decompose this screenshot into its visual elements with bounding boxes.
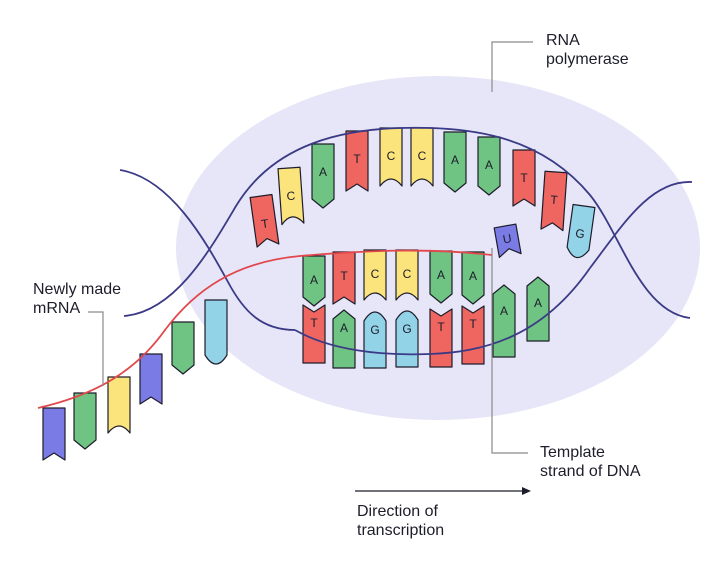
rna-polymerase-leader: [491, 41, 533, 92]
rna-polymerase-label-line-2: polymerase: [546, 51, 629, 68]
nucleotide-coding-5-c: C: [410, 127, 434, 187]
rna-polymerase-label: RNA polymerase: [546, 31, 629, 69]
nucleotide-template-1-a: A: [332, 309, 356, 369]
nucleotide-template-2-g: G: [363, 311, 387, 369]
nucleotide-template-7-a: A: [526, 276, 550, 342]
nucleotide-coding-4-c: C: [379, 127, 403, 187]
nucleotide-letter: T: [340, 269, 348, 283]
nucleotide-incoming-0-u: U: [493, 223, 522, 259]
nucleotide-coding-0-t: T: [249, 193, 280, 248]
nucleotide-letter: C: [286, 189, 296, 204]
nucleotide-letter: C: [371, 267, 380, 281]
nucleotide-template-3-g: G: [395, 310, 419, 368]
nucleotide-mrna-paired-1-t: T: [332, 251, 356, 305]
direction-label-line-2: transcription: [357, 522, 445, 539]
nucleotide-mrna-tail-4-a: [171, 321, 195, 375]
nucleotide-mrna-paired-0-a: A: [302, 255, 326, 307]
nucleotide-letter: A: [500, 304, 508, 318]
nucleotide-letter: A: [485, 158, 493, 172]
nucleotide-letter: G: [575, 226, 586, 241]
nucleotide-coding-1-c: C: [277, 166, 305, 226]
template-strand-leader: [491, 248, 528, 454]
nucleotide-letter: T: [520, 171, 528, 185]
nucleotide-coding-8-t: T: [512, 149, 536, 207]
dna-strand-upper-left: [119, 169, 296, 331]
nucleotide-coding-7-a: A: [477, 136, 501, 196]
nucleotide-mrna-paired-4-a: A: [429, 250, 453, 304]
nucleotide-coding-6-a: A: [443, 131, 467, 193]
nucleotide-letter: A: [451, 153, 459, 167]
nucleotide-letter: T: [550, 193, 559, 208]
nucleotide-letter: A: [534, 296, 542, 310]
nucleotide-letter: C: [387, 149, 396, 163]
strand-layer: [37, 126, 693, 409]
nucleotide-mrna-paired-3-c: C: [395, 249, 419, 301]
nucleotide-layer: T C A T C C A A T T G T A G G T T A A A T C C A A U: [42, 127, 596, 461]
nucleotide-coding-9-t: T: [540, 170, 568, 232]
newly-made-mrna-label-line-1: Newly made: [33, 281, 122, 298]
nucleotide-letter: A: [437, 268, 445, 282]
template-strand-label-line-2: strand of DNA: [540, 463, 641, 480]
nucleotide-coding-2-a: A: [311, 143, 335, 209]
nucleotide-letter: A: [469, 269, 477, 283]
dna-strand-template: [294, 267, 591, 356]
nucleotide-template-4-t: T: [429, 308, 453, 368]
nucleotide-letter: A: [319, 165, 327, 179]
direction-label-line-1: Direction of: [357, 503, 438, 520]
mrna-backbone: [37, 249, 493, 409]
nucleotide-mrna-paired-5-a: A: [461, 251, 485, 305]
mrna-leader: [88, 311, 104, 386]
nucleotide-letter: T: [469, 317, 477, 331]
template-strand-label-line-1: Template: [540, 444, 605, 461]
nucleotide-letter: T: [310, 316, 318, 330]
newly-made-mrna-label: Newly made mRNA: [33, 280, 121, 318]
dna-strand-right-upper: [589, 181, 693, 269]
nucleotide-letter: T: [437, 320, 445, 334]
template-strand-label: Template strand of DNA: [540, 443, 640, 481]
nucleotide-mrna-tail-3-u: [139, 353, 163, 405]
nucleotide-letter: C: [403, 267, 412, 281]
nucleotide-mrna-tail-5-g: [204, 299, 228, 365]
rna-polymerase-label-line-1: RNA: [546, 32, 580, 49]
nucleotide-letter: G: [402, 322, 411, 336]
nucleotide-letter: U: [502, 231, 513, 246]
nucleotide-letter: G: [370, 323, 379, 337]
nucleotide-letter: T: [353, 152, 361, 166]
nucleotide-mrna-paired-2-c: C: [363, 249, 387, 301]
nucleotide-letter: A: [310, 273, 318, 287]
newly-made-mrna-label-line-2: mRNA: [33, 300, 81, 317]
nucleotide-template-6-a: A: [492, 284, 516, 358]
nucleotide-coding-10-g: G: [566, 203, 596, 259]
direction-label: Direction of transcription: [357, 502, 444, 540]
nucleotide-letter: C: [418, 149, 427, 163]
nucleotide-template-0-t: T: [302, 304, 326, 364]
nucleotide-mrna-tail-2-c: [107, 376, 131, 434]
nucleotide-mrna-tail-1-a: [73, 392, 97, 450]
nucleotide-coding-3-t: T: [345, 130, 369, 192]
nucleotide-letter: T: [260, 216, 270, 231]
leader-lines: [88, 41, 533, 495]
nucleotide-template-5-t: T: [461, 305, 485, 365]
direction-arrow-head: [522, 487, 531, 495]
nucleotide-mrna-tail-0-u: [42, 407, 66, 461]
nucleotide-letter: A: [340, 321, 348, 335]
